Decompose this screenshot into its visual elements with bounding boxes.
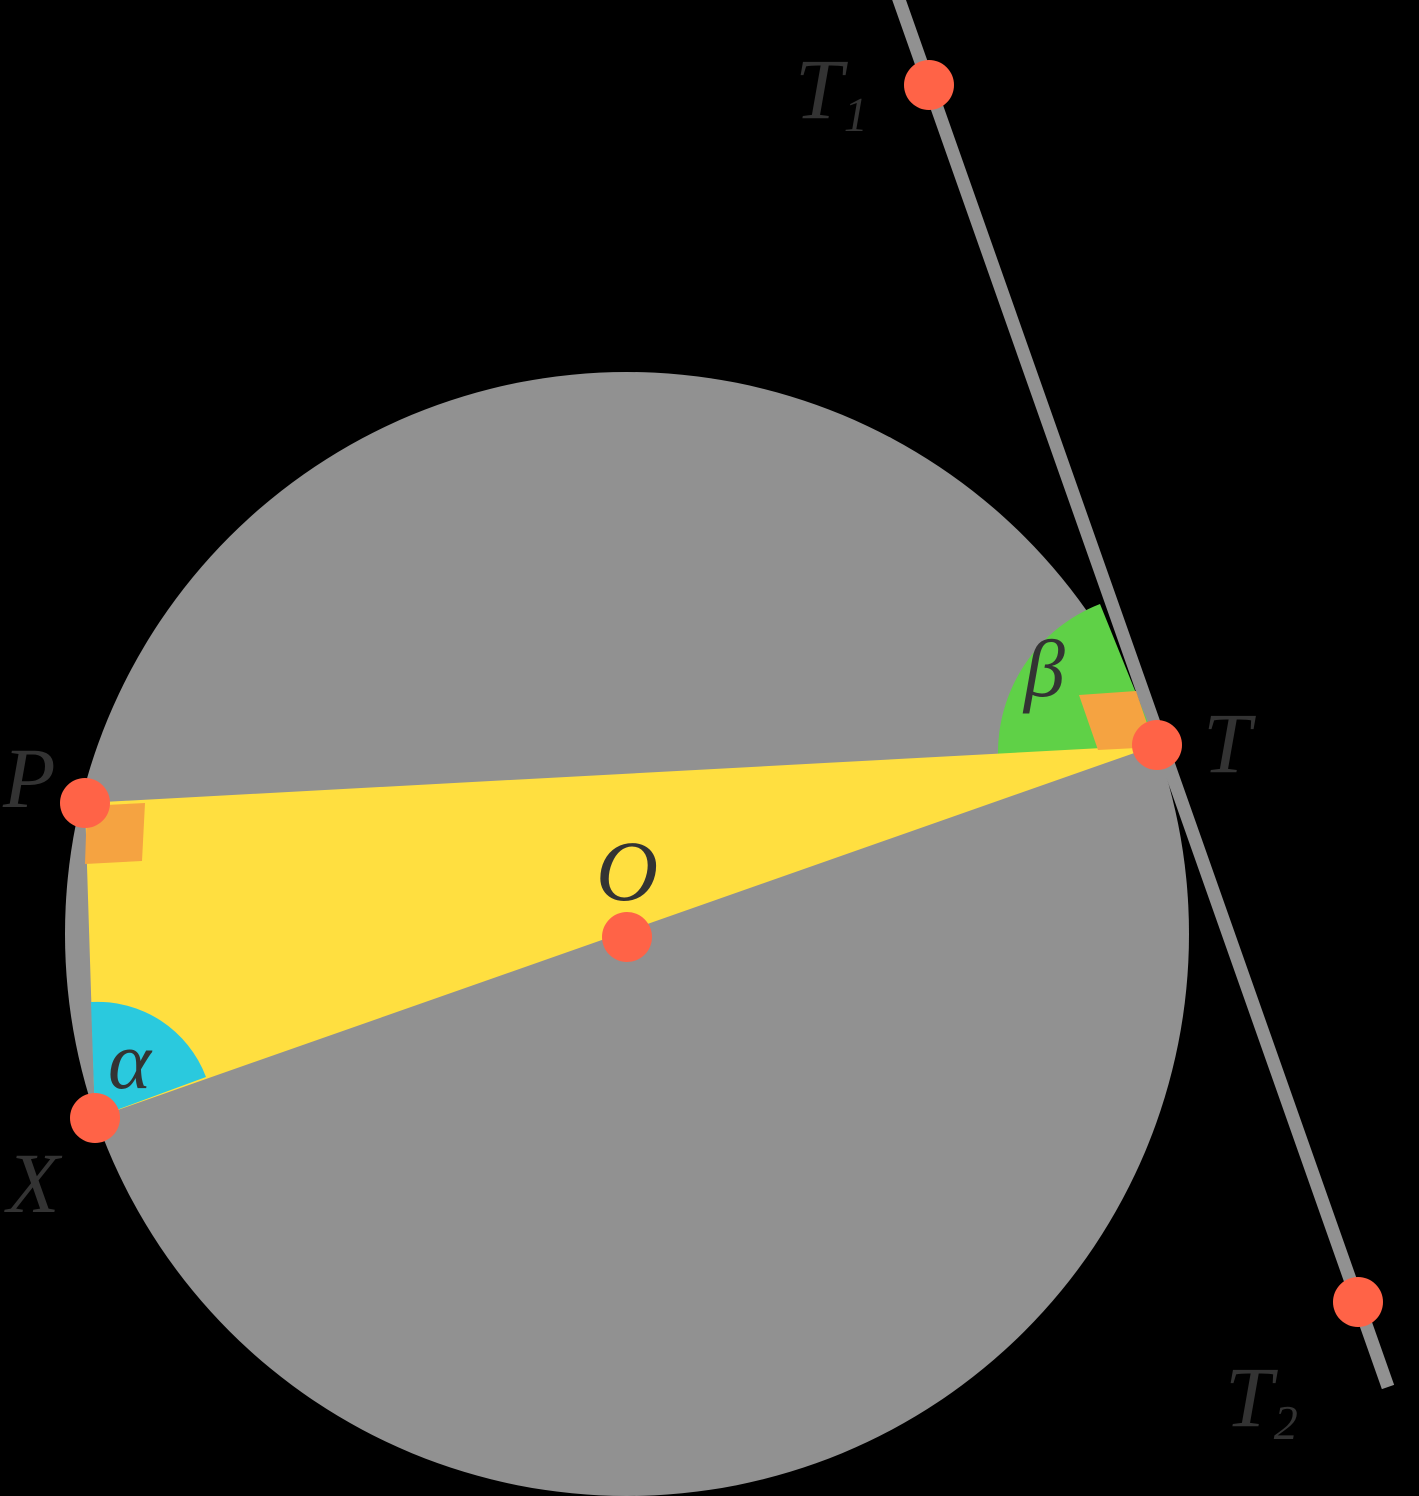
label-angle-beta: β [1024,623,1065,714]
label-T2: T2 [1225,1354,1419,1447]
label-X: X [7,1135,60,1231]
point-O[interactable] [602,912,652,962]
label-T1: T1 [795,46,1419,139]
label-T2-base: T [1225,1349,1273,1445]
label-P: P [3,730,56,826]
label-O: O [596,823,659,919]
label-T: T [1203,695,1251,791]
label-T2-subscript: 2 [1273,1396,1298,1450]
point-T2[interactable] [1333,1277,1383,1327]
point-T1[interactable] [904,60,954,110]
angle-alpha-sector [91,1001,206,1118]
label-T1-base: T [795,41,843,137]
label-angle-alpha: α [108,1015,152,1106]
point-T[interactable] [1132,720,1182,770]
point-P[interactable] [60,778,110,828]
label-T1-subscript: 1 [843,88,868,142]
tangent-line [892,0,1395,1390]
point-X[interactable] [70,1093,120,1143]
